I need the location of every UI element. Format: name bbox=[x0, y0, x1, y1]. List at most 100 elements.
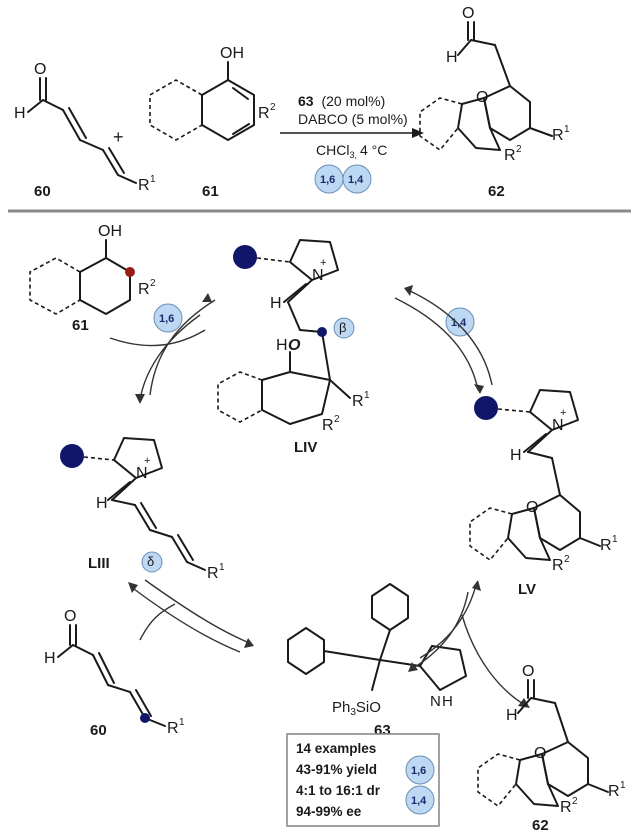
r1-sup: 1 bbox=[150, 174, 156, 185]
summary-ee: 94-99% ee bbox=[296, 804, 362, 819]
oh-label-cycle: OH bbox=[98, 223, 122, 240]
atom-o: O bbox=[34, 61, 46, 78]
nucleophilic-carbon-dot bbox=[125, 267, 135, 277]
atom-h: H bbox=[14, 105, 26, 122]
r2-label-lv: R bbox=[552, 557, 564, 574]
intermediate-liv-structure: N + H β H O R 1 R 2 bbox=[217, 239, 370, 434]
label-liii: LIII bbox=[88, 555, 110, 572]
solvent: CHCl bbox=[316, 142, 349, 158]
badge-1-6-top: 1,6 bbox=[314, 164, 344, 194]
oh-label: OH bbox=[220, 45, 244, 62]
r2-sup-liv: 2 bbox=[334, 414, 340, 425]
catalyst-ball-lv bbox=[474, 396, 498, 420]
badge-1-6-cycle: 1,6 bbox=[153, 303, 183, 333]
r2-sup-lv: 2 bbox=[564, 554, 570, 565]
n-label-63: N bbox=[430, 693, 441, 710]
o-label-62: O bbox=[522, 663, 534, 680]
nh-h-label-63: H bbox=[442, 693, 453, 710]
badge-1-4-summary bbox=[405, 785, 435, 815]
arrow-head bbox=[412, 128, 424, 138]
arc-62-out bbox=[461, 614, 526, 706]
compound-62-structure-top: O H O R 1 R 2 bbox=[419, 5, 570, 164]
reagent-line-2: DABCO (5 mol%) bbox=[298, 111, 408, 127]
arrow-liii-to-63 bbox=[144, 579, 253, 645]
r1-sup-62: 1 bbox=[564, 124, 570, 135]
r1-sup-liv: 1 bbox=[364, 390, 370, 401]
r1-sup-cycle-62: 1 bbox=[620, 780, 626, 791]
solvent-sub: 3, bbox=[349, 150, 357, 160]
label-lv: LV bbox=[518, 581, 536, 598]
r2-label-62: R bbox=[504, 147, 516, 164]
r2-sup-cycle-61: 2 bbox=[150, 278, 156, 289]
r2-label-liv: R bbox=[322, 417, 334, 434]
r2-label-cycle-61: R bbox=[138, 281, 150, 298]
plus-sign: + bbox=[113, 127, 124, 147]
arrow-liv-to-lv bbox=[394, 297, 479, 391]
beta-label: β bbox=[339, 320, 346, 335]
r1-label-62: R bbox=[552, 127, 564, 144]
atom-o-ring: O bbox=[476, 89, 488, 106]
r1-label-lv: R bbox=[600, 537, 612, 554]
ph3sio-label: Ph3SiO bbox=[332, 699, 381, 718]
delta-label: δ bbox=[147, 554, 154, 569]
n-plus-lv: + bbox=[560, 407, 566, 419]
summary-box: 14 examples 43-91% yield 4:1 to 16:1 dr … bbox=[286, 733, 440, 827]
r1-sup-60: 1 bbox=[179, 717, 185, 728]
label-62-top: 62 bbox=[488, 183, 505, 200]
r1-label-cycle-62: R bbox=[608, 783, 620, 800]
h-label-lv: H bbox=[510, 447, 522, 464]
h-label-liv: H bbox=[270, 295, 282, 312]
temperature: 4 °C bbox=[360, 142, 387, 158]
r2-sup: 2 bbox=[270, 102, 276, 113]
n-plus-liv: + bbox=[320, 257, 326, 269]
cycle-60-structure: O H R 1 bbox=[44, 608, 185, 737]
r1-label-liv: R bbox=[352, 393, 364, 410]
arc-61-in bbox=[109, 329, 206, 347]
summary-dr: 4:1 to 16:1 dr bbox=[296, 783, 381, 798]
r2-sup-62: 2 bbox=[516, 144, 522, 155]
intermediate-liii-structure: N + H δ R 1 bbox=[60, 437, 225, 582]
r1-sup-liii: 1 bbox=[219, 562, 225, 573]
r2-label: R bbox=[258, 105, 270, 122]
svg-text:1,4: 1,4 bbox=[348, 174, 364, 186]
h-label-60: H bbox=[44, 650, 56, 667]
r2-label-cycle-62: R bbox=[560, 799, 572, 816]
label-62-cycle: 62 bbox=[532, 817, 549, 834]
compound-61-structure: OH R 2 bbox=[149, 45, 276, 141]
arc-60-in bbox=[139, 603, 176, 641]
catalyst-ball-liii bbox=[60, 444, 84, 468]
r1-label: R bbox=[138, 177, 150, 194]
badge-1-6-summary bbox=[405, 755, 435, 785]
r2-sup-cycle-62: 2 bbox=[572, 796, 578, 807]
o-ring-lv: O bbox=[526, 499, 538, 516]
arrow-liv-to-liii bbox=[139, 314, 201, 401]
badge-1-6-summary-text: 1,6 bbox=[411, 765, 426, 777]
atom-o-aldehyde: O bbox=[462, 5, 474, 22]
delta-carbon-dot bbox=[140, 713, 150, 723]
h-label-62: H bbox=[506, 707, 518, 724]
arrow-lv-to-liv bbox=[407, 289, 493, 386]
conditions-text: CHCl3,4 °C bbox=[316, 142, 387, 160]
cycle-62-structure: O H O R 1 R 2 bbox=[477, 663, 626, 816]
cycle-61-structure: OH R 2 bbox=[29, 223, 156, 315]
r1-label-liii: R bbox=[207, 565, 219, 582]
h-label-liii: H bbox=[96, 495, 108, 512]
n-plus-liii: + bbox=[144, 455, 150, 467]
badge-1-4-top: 1,4 bbox=[342, 164, 372, 194]
n-label-liii: N bbox=[136, 465, 148, 482]
arrow-63-to-liii bbox=[129, 585, 241, 653]
svg-text:1,6: 1,6 bbox=[320, 174, 335, 186]
svg-text:1,6: 1,6 bbox=[159, 313, 174, 325]
n-label-lv: N bbox=[552, 417, 564, 434]
r1-label-60: R bbox=[167, 720, 179, 737]
reagent-63: 63 bbox=[298, 93, 314, 109]
intermediate-lv-structure: N + H O R 1 R 2 bbox=[469, 389, 618, 574]
n-label-liv: N bbox=[312, 267, 324, 284]
label-61-top: 61 bbox=[202, 183, 219, 200]
r1-sup-lv: 1 bbox=[612, 534, 618, 545]
ph-sub: 3 bbox=[350, 707, 356, 718]
compound-60-structure: O H R 1 bbox=[14, 61, 156, 194]
reagent-loading: (20 mol%) bbox=[321, 93, 385, 109]
atom-h-aldehyde: H bbox=[446, 49, 458, 66]
